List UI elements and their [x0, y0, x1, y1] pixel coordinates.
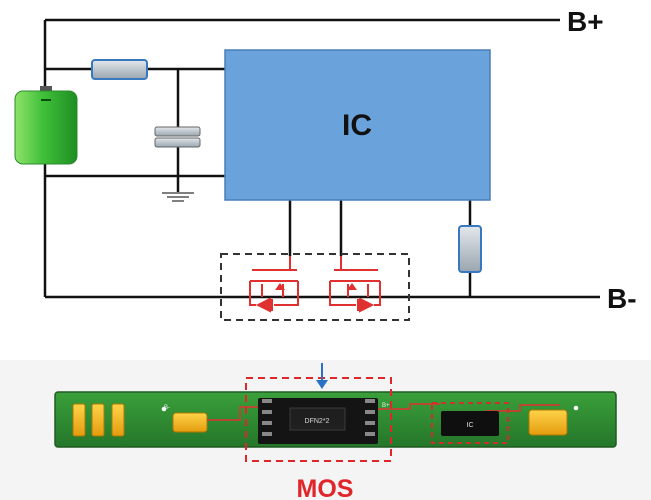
ic-block: IC [224, 49, 491, 201]
capacitor-icon [154, 126, 201, 148]
pcb-ic-chip-text: IC [467, 422, 474, 429]
battery-icon [14, 86, 78, 165]
pcb-pad-label-left: B- [164, 405, 170, 411]
mosfet-left-icon [249, 256, 299, 313]
arrow-down-icon [316, 363, 328, 389]
pcb-ic-dashed-box [431, 402, 509, 444]
pcb-mos-chip: DFN2*2 [258, 398, 378, 444]
pcb-pad-cluster [72, 403, 125, 437]
pcb-pad-b-plus [528, 409, 568, 436]
resistor-right-icon [458, 225, 482, 273]
mos-callout-label: MOS [297, 475, 354, 500]
pcb-mos-chip-text: DFN2*2 [305, 418, 330, 425]
ic-label: IC [342, 109, 372, 142]
mosfet-right-icon [329, 256, 381, 313]
pcb-traces [207, 403, 560, 421]
mos-dashed-box [220, 253, 410, 321]
schematic-wires [43, 18, 600, 299]
mos-callout-box [245, 377, 392, 462]
pcb-ic-chip: IC [441, 411, 499, 436]
ground-icon [162, 192, 194, 202]
pcb-pad-b-minus [172, 412, 208, 433]
pcb-pad-label-right: B+ [382, 403, 390, 409]
terminal-positive-label: B+ [567, 6, 604, 37]
terminal-negative-label: B- [607, 283, 637, 314]
resistor-top-icon [91, 59, 148, 80]
